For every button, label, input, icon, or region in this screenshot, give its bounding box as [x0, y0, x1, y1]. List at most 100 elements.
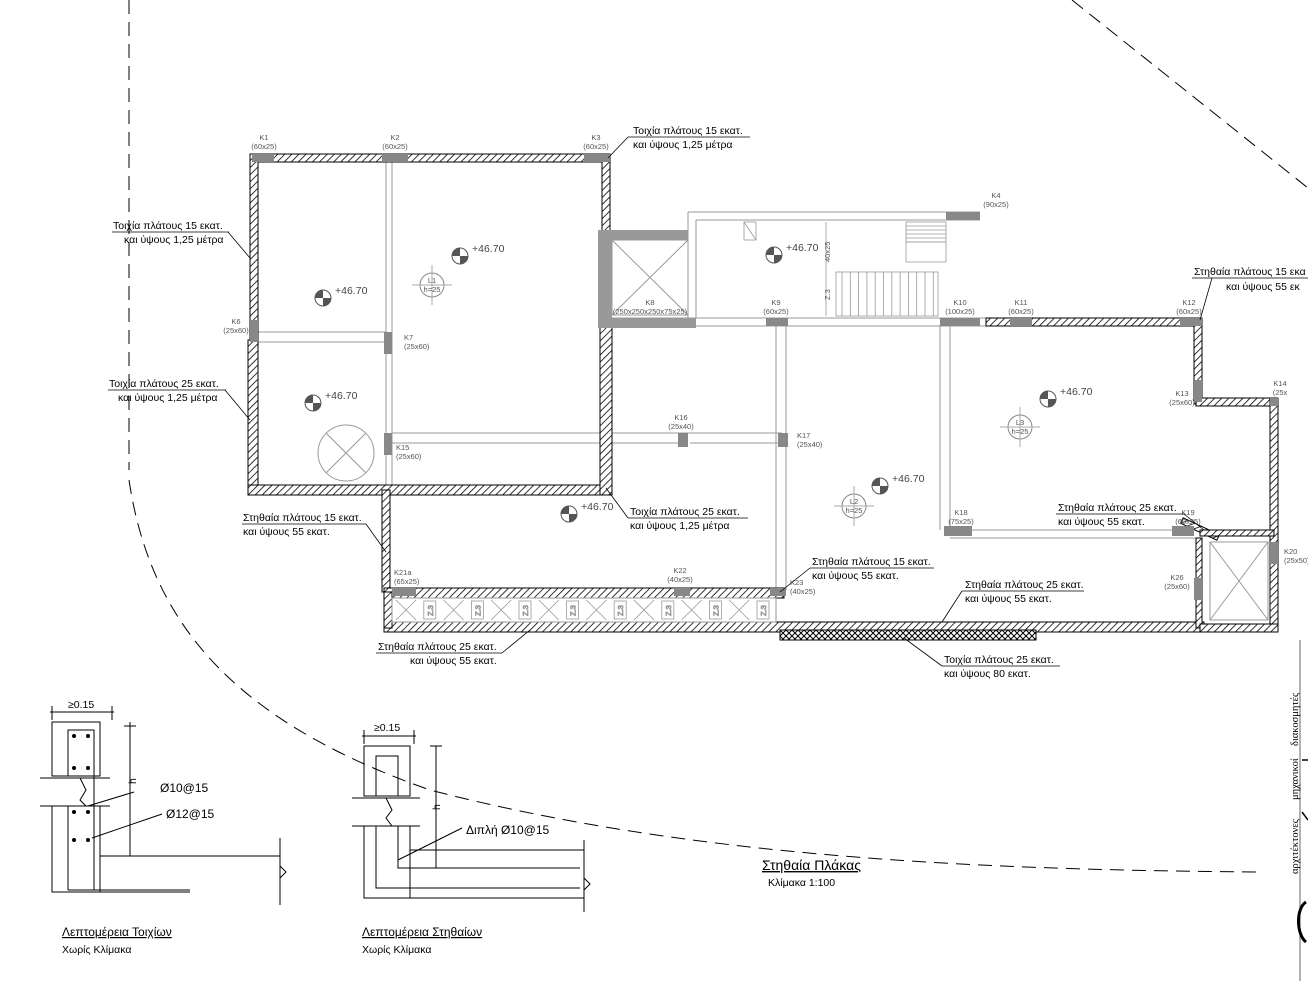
leader-line [227, 231, 251, 259]
column-k15 [384, 433, 392, 455]
leader-line [607, 136, 629, 159]
column-k13 [1194, 380, 1202, 402]
column-k2 [382, 154, 408, 162]
column-label-k20: K20(25x50) [1284, 547, 1308, 565]
annotation-a11b: και ύψους 55 εκ [1226, 281, 1301, 293]
parapet-detail-subtitle: Χωρίς Κλίμακα [362, 944, 431, 956]
column-label-k15: K15(25x60) [396, 443, 422, 461]
column-k21a [392, 588, 416, 596]
column-k12 [1180, 318, 1202, 326]
column-label-k21a: K21a(65x25) [394, 568, 420, 586]
wall-detail-rebar1: Ø10@15 [160, 781, 209, 795]
annotation-a4a: Τοιχία πλάτους 25 εκατ. [630, 506, 740, 518]
level-value: +46.70 [325, 390, 358, 402]
level-value: +46.70 [786, 242, 819, 254]
parapet-detail-width: ≥0.15 [374, 722, 400, 734]
column-label-k10: K10(100x25) [945, 298, 975, 316]
title-block-line3: διακοσμητές [1290, 692, 1301, 746]
parapet-detail: ≥0.15 h Διπλή Ø10@15 Λεπτομέρεια Στηθαίω… [352, 722, 591, 956]
column-k22 [674, 588, 690, 596]
stair-dim: 40x25 [823, 242, 832, 262]
slab-marker: L3h=25 [1000, 407, 1040, 447]
column-k11 [1010, 318, 1032, 326]
column-label-k23: K23(40x25) [790, 578, 816, 596]
wall-detail-rebar2: Ø12@15 [166, 807, 215, 821]
column-k6 [250, 320, 258, 342]
annotation-a2a: Τοιχία πλάτους 15 εκατ. [113, 220, 223, 232]
slab-name: L1 [428, 276, 436, 285]
level-marker: +46.70 [560, 501, 614, 523]
level-value: +46.70 [581, 501, 614, 513]
annotation-a6a: Στηθαία πλάτους 15 εκατ. [812, 556, 931, 568]
column-label-k22: K22(40x25) [667, 566, 693, 584]
slab-marker: L2h=25 [834, 486, 874, 526]
annotation-a1a: Τοιχία πλάτους 15 εκατ. [633, 125, 743, 137]
property-boundary [128, 0, 1308, 873]
column-label-k14: K14(25x [1273, 379, 1288, 397]
annotation-a7b: και ύψους 55 εκατ. [410, 655, 497, 667]
plan-scale: Κλίμακα 1:100 [768, 877, 835, 889]
title-block-line1: αρχιτέκτονες [1290, 818, 1301, 874]
leader-line [779, 567, 811, 593]
level-value: +46.70 [472, 243, 505, 255]
planter-label: Z.3 [473, 605, 482, 616]
column-label-k16: K16(25x40) [668, 413, 694, 431]
title-block-line2: μηχανικοί [1290, 758, 1301, 800]
staircase [743, 221, 947, 317]
column-k10 [940, 318, 980, 326]
annotation-a9b: και ύψους 55 εκατ. [1058, 516, 1145, 528]
column-k20 [1270, 542, 1278, 564]
slab-thickness: h=25 [846, 506, 863, 515]
slab-marker: L1h=25 [412, 265, 452, 305]
parapet-detail-h: h [431, 804, 443, 810]
column-k9 [766, 318, 788, 326]
annotation-a10a: Τοιχία πλάτους 25 εκατ. [944, 654, 1054, 666]
level-marker: +46.70 [451, 243, 505, 265]
column-label-k3: K3(60x25) [583, 133, 609, 151]
wall-detail-width: ≥0.15 [68, 699, 94, 711]
column-k3 [584, 154, 610, 162]
annotation-a10b: και ύψους 80 εκατ. [944, 668, 1031, 680]
level-value: +46.70 [1060, 386, 1093, 398]
column-label-k17: K17(25x40) [797, 431, 823, 449]
level-marker: +46.70 [765, 242, 819, 264]
annotation-a8a: Στηθαία πλάτους 25 εκατ. [965, 579, 1084, 591]
plan-title: Στηθαία Πλάκας [762, 857, 861, 873]
column-label-k19: K19(60x25) [1175, 508, 1201, 526]
column-label-k6: K6(25x60) [223, 317, 249, 335]
column-label-k26: K26(25x60) [1164, 573, 1190, 591]
leader-line [224, 389, 251, 421]
parapet-detail-rebar: Διπλή Ø10@15 [466, 823, 550, 837]
planter-label: Z.3 [759, 605, 768, 616]
slab-name: L3 [1016, 418, 1024, 427]
column-label-k18: K18(75x25) [948, 508, 974, 526]
column-k14 [1270, 398, 1278, 406]
column-k19 [1172, 526, 1194, 536]
column-k17 [778, 433, 788, 447]
wall-detail-title: Λεπτομέρεια Τοιχίων [62, 925, 172, 939]
planter-label: Z.3 [426, 605, 435, 616]
column-label-k1: K1(60x25) [251, 133, 277, 151]
leader-line [941, 590, 963, 623]
annotation-a3b: και ύψους 1,25 μέτρα [118, 392, 218, 404]
column-k18 [944, 526, 972, 536]
round-feature [317, 424, 375, 482]
stair-label: Z.3 [823, 289, 832, 300]
annotation-a2b: και ύψους 1,25 μέτρα [124, 234, 224, 246]
leader-line [501, 629, 531, 654]
annotation-a8b: και ύψους 55 εκατ. [965, 593, 1052, 605]
column-k16 [678, 433, 688, 447]
annotation-a9a: Στηθαία πλάτους 25 εκατ. [1058, 502, 1177, 514]
annotation-a11a: Στηθαία πλάτους 15 εκα [1194, 266, 1306, 278]
level-value: +46.70 [335, 285, 368, 297]
leader-line [1183, 513, 1205, 531]
column-k7 [384, 332, 392, 354]
column-label-k9: K9(60x25) [763, 298, 789, 316]
annotation-a5a: Στηθαία πλάτους 15 εκατ. [243, 512, 362, 524]
annotation-a6b: και ύψους 55 εκατ. [812, 570, 899, 582]
planter-label: Z.3 [711, 605, 720, 616]
planter-label: Z.3 [616, 605, 625, 616]
level-marker: +46.70 [871, 473, 925, 495]
